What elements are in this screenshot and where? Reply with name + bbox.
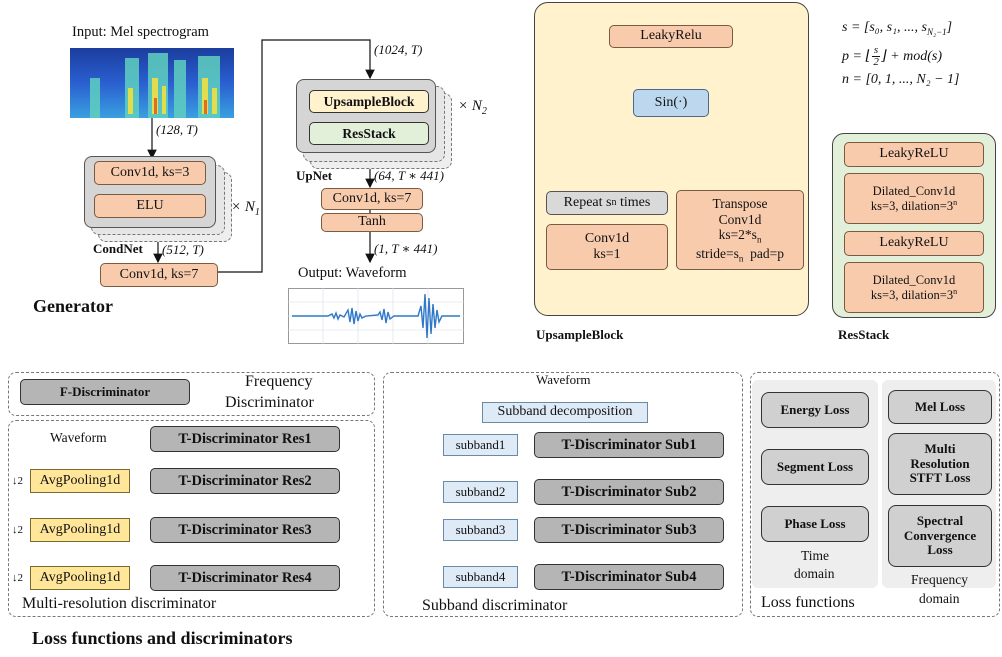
condnet-repeat-label: × N1 <box>231 199 260 218</box>
time-domain-label-2: domain <box>794 566 835 581</box>
subband-decomposition-box: Subband decomposition <box>482 402 648 423</box>
subband-waveform-label: Waveform <box>536 372 591 387</box>
dim-1-label: (1, T ∗ 441) <box>374 241 438 256</box>
tanh-box: Tanh <box>321 213 423 232</box>
resstack-title: ResStack <box>838 327 890 342</box>
down-2-label-1: ↓2 <box>12 475 23 487</box>
phase-loss-box: Phase Loss <box>761 506 869 542</box>
dim-1024-label: (1024, T) <box>374 42 423 57</box>
freq-domain-label-2: domain <box>919 591 960 606</box>
loss-functions-title: Loss functions <box>761 594 855 611</box>
subband3-box: subband3 <box>443 519 518 541</box>
mel-loss-box: Mel Loss <box>888 390 992 424</box>
equation-n: n = [0, 1, ..., N₂ − 1] <box>842 72 960 87</box>
transpose-conv-box: Transpose Conv1d ks=2*sn stride=sn pad=p <box>676 190 804 270</box>
waveform-image <box>288 288 464 344</box>
time-domain-label-1: Time <box>801 548 830 563</box>
dim-128-label: (128, T) <box>156 122 198 137</box>
generator-title: Generator <box>33 296 113 316</box>
t-disc-sub3: T-Discriminator Sub3 <box>534 517 724 543</box>
freq-disc-label-1: Frequency <box>245 373 313 390</box>
leakyrelu-box: LeakyRelu <box>609 25 733 48</box>
subband1-box: subband1 <box>443 434 518 456</box>
dim-512-label: (512, T) <box>162 242 204 257</box>
multi-res-title: Multi-resolution discriminator <box>22 595 217 612</box>
resstack-leaky1: LeakyReLU <box>844 142 984 167</box>
subband2-box: subband2 <box>443 481 518 503</box>
condnet-label: CondNet <box>93 241 143 256</box>
avgpool-2: AvgPooling1d <box>30 518 130 542</box>
resstack-box: ResStack <box>309 122 429 145</box>
freq-disc-label-2: Discriminator <box>225 394 314 411</box>
dim-64-label: (64, T ∗ 441) <box>374 168 444 183</box>
equation-s: s = [s₀, s₁, ..., sN₂−1] <box>842 20 953 37</box>
conv7-box: Conv1d, ks=7 <box>100 263 218 287</box>
output-label: Output: Waveform <box>298 265 407 281</box>
t-disc-res1: T-Discriminator Res1 <box>150 426 340 452</box>
subband-title: Subband discriminator <box>422 597 568 614</box>
mel-spectrogram-image <box>70 48 234 118</box>
freq-domain-label-1: Frequency <box>911 572 968 587</box>
avgpool-3: AvgPooling1d <box>30 566 130 590</box>
bottom-title: Loss functions and discriminators <box>32 628 293 648</box>
resstack-leaky2: LeakyReLU <box>844 231 984 256</box>
t-disc-res2: T-Discriminator Res2 <box>150 468 340 494</box>
t-disc-res4: T-Discriminator Res4 <box>150 565 340 591</box>
condnet-elu-box: ELU <box>94 194 206 218</box>
t-disc-res3: T-Discriminator Res3 <box>150 517 340 543</box>
input-label: Input: Mel spectrogram <box>72 24 209 40</box>
upnet-label: UpNet <box>296 168 333 183</box>
segment-loss-box: Segment Loss <box>761 449 869 485</box>
multi-res-waveform-label: Waveform <box>50 430 107 445</box>
energy-loss-box: Energy Loss <box>761 392 869 428</box>
t-disc-sub2: T-Discriminator Sub2 <box>534 479 724 505</box>
t-disc-sub1: T-Discriminator Sub1 <box>534 432 724 458</box>
condnet-conv-box: Conv1d, ks=3 <box>94 161 206 185</box>
subband4-box: subband4 <box>443 566 518 588</box>
t-disc-sub4: T-Discriminator Sub4 <box>534 564 724 590</box>
sin-box: Sin(·) <box>633 89 709 117</box>
down-2-label-3: ↓2 <box>12 572 23 584</box>
upnet-repeat-label: × N2 <box>458 98 487 117</box>
conv7b-box: Conv1d, ks=7 <box>321 188 423 210</box>
upsampleblock-title: UpsampleBlock <box>536 327 624 342</box>
upsampleblock-box: UpsampleBlock <box>309 90 429 113</box>
down-2-label-2: ↓2 <box>12 524 23 536</box>
f-discriminator-box: F-Discriminator <box>20 379 190 405</box>
avgpool-1: AvgPooling1d <box>30 469 130 493</box>
equation-p: p = ⌊ s 2 ⌋ + mod(s) <box>842 44 942 68</box>
